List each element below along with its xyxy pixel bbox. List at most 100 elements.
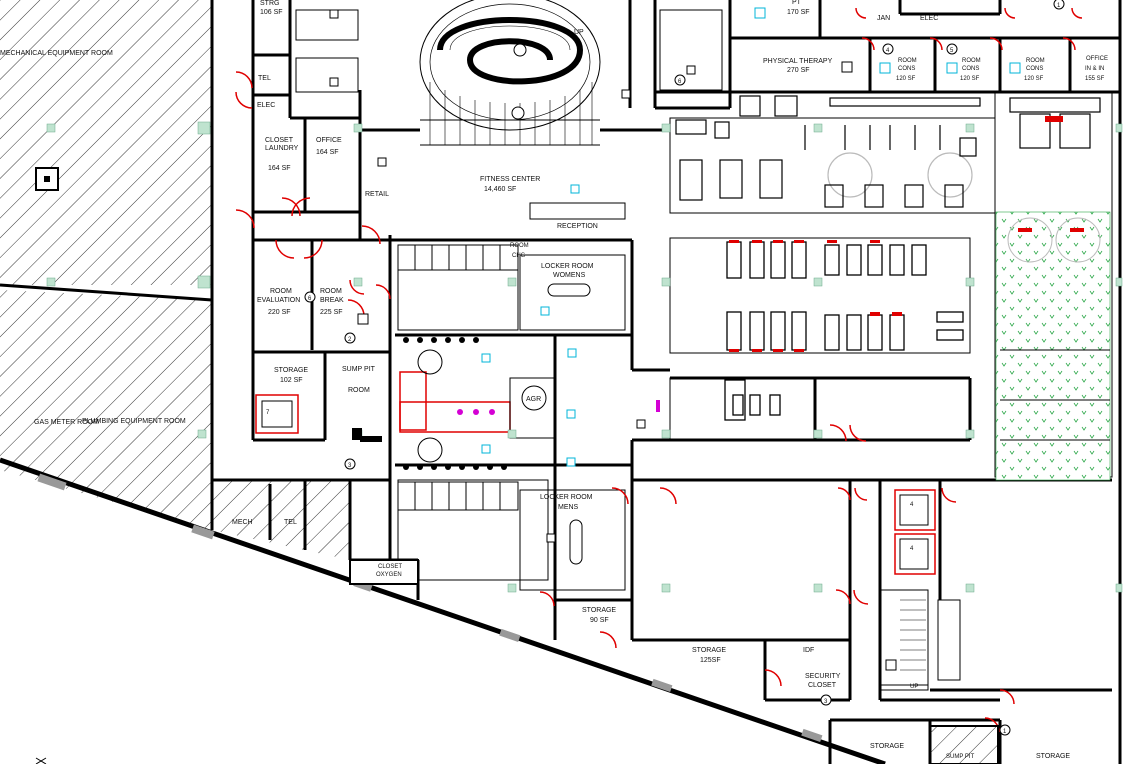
label-evaluation-sf: 220 SF [268, 309, 291, 316]
label-storage-102: STORAGE [274, 367, 308, 374]
room-labels: MECHANICAL EQUIPMENT ROOM PLUMBING EQUIP… [0, 0, 1108, 760]
treadmill-red-tops [729, 228, 1084, 352]
label-jan: JAN [877, 15, 890, 22]
label-office-top-in: IN & IN [1085, 66, 1104, 72]
sump-block [352, 428, 362, 440]
label-consult-1-sf: 120 SF [896, 76, 916, 82]
label-evaluation: EVALUATION [257, 297, 300, 304]
svg-text:6: 6 [308, 296, 312, 302]
label-elec-left: ELEC [257, 102, 275, 109]
label-storage-90: STORAGE [582, 607, 616, 614]
label-break: BREAK [320, 297, 344, 304]
label-oxygen-closet: CLOSET [378, 564, 402, 570]
stair-tower: UP [879, 589, 929, 691]
label-pt: PT [792, 0, 802, 6]
label-sump-pit-bottom: SUMP PIT [946, 754, 975, 760]
label-chg-room: ROOM [510, 243, 529, 249]
label-mens-locker: LOCKER ROOM [540, 494, 593, 501]
label-elec-top: ELEC [920, 15, 938, 22]
label-mech: MECH [232, 519, 253, 526]
label-tel: TEL [284, 519, 297, 526]
label-consult-1-room: ROOM [898, 58, 917, 64]
svg-text:6: 6 [678, 79, 682, 85]
label-retail: RETAIL [365, 191, 389, 198]
cyan-tags [481, 7, 1021, 467]
label-consult-1: CONS [898, 66, 915, 72]
label-strg: STRG [260, 0, 279, 7]
hatch-mech-room [0, 0, 212, 285]
label-chg: CHG [512, 253, 526, 259]
label-oxygen: OXYGEN [376, 572, 402, 578]
label-consult-3-sf: 120 SF [1024, 76, 1044, 82]
locker-fixtures [397, 244, 591, 565]
label-storage-125-sf: 125SF [700, 657, 721, 664]
svg-text:2: 2 [348, 337, 352, 343]
label-office: OFFICE [316, 137, 342, 144]
label-security-closet: CLOSET [808, 682, 837, 689]
svg-text:4: 4 [910, 502, 914, 508]
hatch-plumbing-room [0, 290, 212, 530]
svg-text:4: 4 [886, 48, 890, 54]
label-office-sf: 164 SF [316, 149, 339, 156]
hatched-zones [0, 0, 350, 560]
label-fitness-sf: 14,460 SF [484, 186, 516, 193]
equipment-top [675, 95, 1101, 208]
treadmills [724, 241, 964, 421]
label-storage-bottom-2: STORAGE [1036, 753, 1070, 760]
stair-up-label: UP [574, 29, 584, 36]
label-fitness: FITNESS CENTER [480, 176, 540, 183]
x-mark-icon [35, 757, 47, 764]
numbered-circles: 6 2 3 4 5 1 3 1 6 [304, 0, 1065, 736]
hatch-mech-tel [212, 480, 350, 560]
label-laundry-sf: 164 SF [268, 165, 291, 172]
label-mech-room: MECHANICAL EQUIPMENT ROOM [0, 50, 113, 57]
label-reception: RECEPTION [557, 223, 598, 230]
svg-text:1: 1 [1003, 729, 1007, 735]
label-consult-3: CONS [1026, 66, 1043, 72]
svg-text:3: 3 [348, 463, 352, 469]
svg-text:5: 5 [950, 48, 954, 54]
label-agr: AGR [526, 396, 541, 403]
boundary-columns [37, 473, 823, 743]
label-evaluation-room: ROOM [270, 288, 292, 295]
svg-text:3: 3 [824, 699, 828, 705]
doors [235, 7, 1083, 733]
label-laundry-closet: CLOSET [265, 137, 294, 144]
label-storage-102-sf: 102 SF [280, 377, 303, 384]
label-consult-2-sf: 120 SF [960, 76, 980, 82]
elevators [255, 371, 936, 575]
label-storage-bottom-1: STORAGE [870, 743, 904, 750]
turf-equipment [1000, 217, 1110, 441]
label-plumbing-room: PLUMBING EQUIPMENT ROOM [82, 418, 186, 425]
diagonal-boundary-wall [0, 457, 886, 764]
label-strg-sf: 106 SF [260, 9, 283, 16]
label-break-room: ROOM [320, 288, 342, 295]
label-sump-pit: SUMP PIT [342, 366, 376, 373]
label-tel-left: TEL [258, 75, 271, 82]
black-tags [329, 9, 897, 671]
label-office-top: OFFICE [1086, 56, 1108, 62]
svg-text:4: 4 [910, 546, 914, 552]
label-physical-therapy-sf: 270 SF [787, 67, 810, 74]
label-consult-2-room: ROOM [962, 58, 981, 64]
label-mens: MENS [558, 504, 579, 511]
label-consult-2: CONS [962, 66, 979, 72]
label-pt-sf: 170 SF [787, 9, 810, 16]
label-womens-locker: LOCKER ROOM [541, 263, 594, 270]
magenta-fixtures [457, 400, 660, 415]
stair-up-label-bottom: UP [910, 684, 918, 690]
label-security: SECURITY [805, 673, 841, 680]
sump-pit-bottom-box [929, 725, 999, 764]
interior-partitions [295, 9, 1113, 686]
label-gas: GAS METER ROOM [34, 419, 99, 426]
feature-stair: UP [419, 0, 601, 146]
label-idf: IDF [803, 647, 814, 654]
label-physical-therapy: PHYSICAL THERAPY [763, 58, 833, 65]
label-break-sf: 225 SF [320, 309, 343, 316]
oxygen-closet-box [349, 559, 419, 585]
sink-row [403, 337, 507, 470]
label-consult-3-room: ROOM [1026, 58, 1045, 64]
svg-text:1: 1 [1057, 3, 1061, 9]
label-office-top-sf: 155 SF [1085, 76, 1105, 82]
label-womens: WOMENS [553, 272, 586, 279]
